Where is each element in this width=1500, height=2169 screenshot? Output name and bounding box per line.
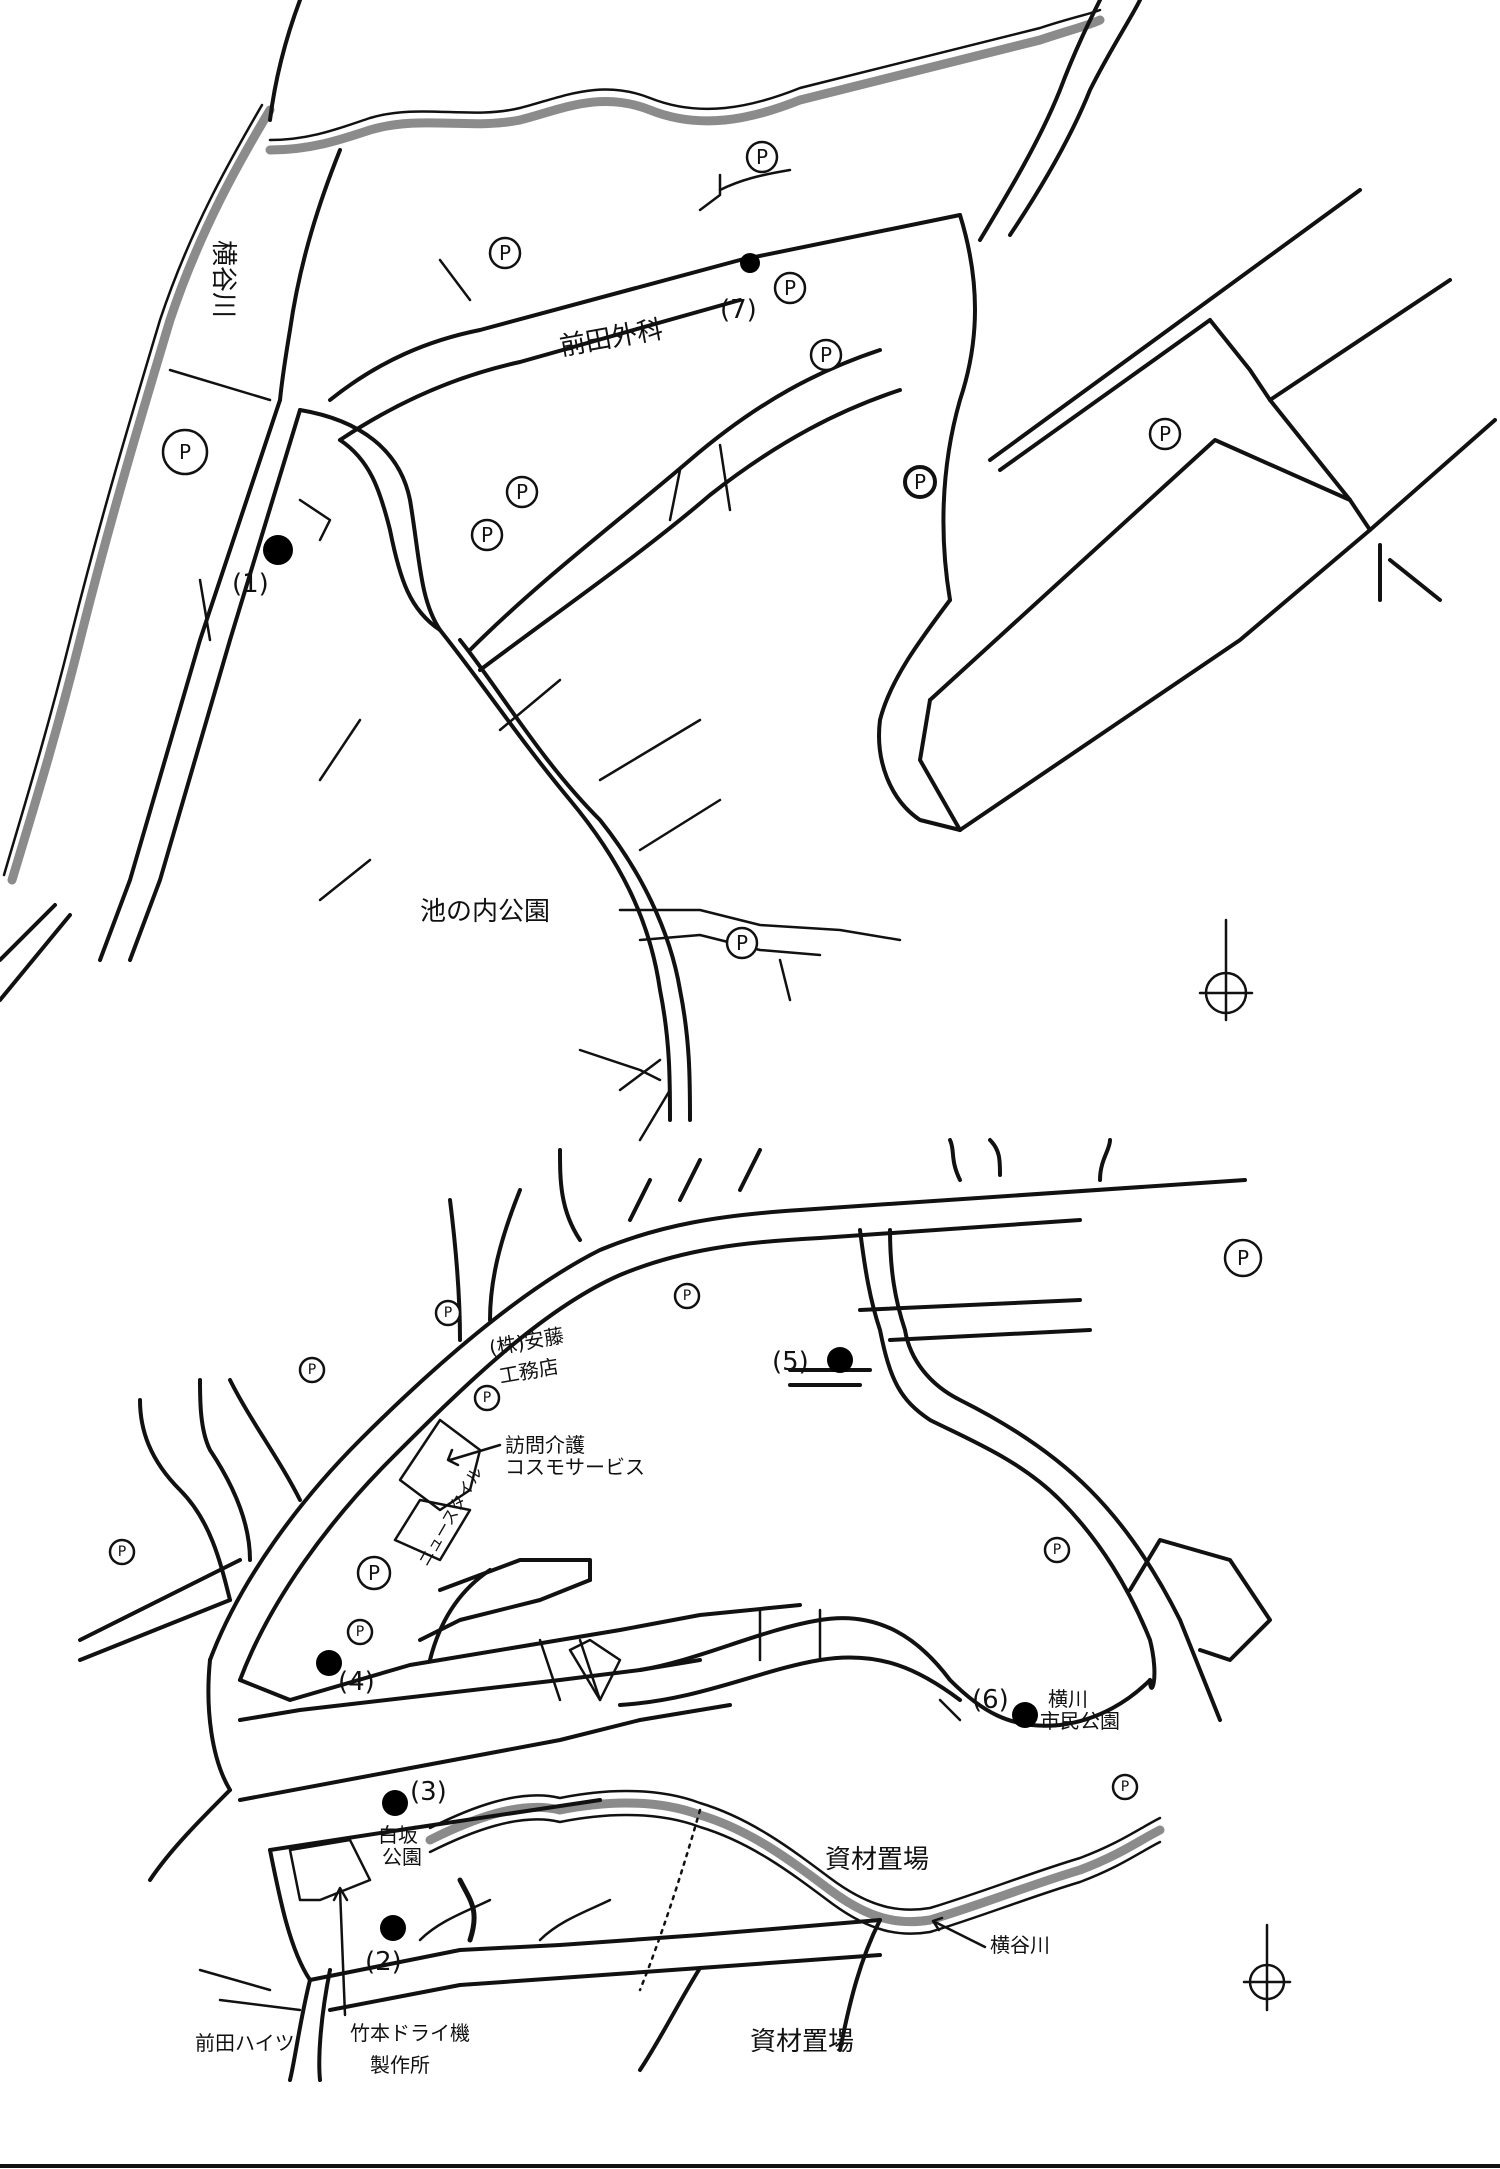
marker-4-label: (4): [338, 1667, 375, 1697]
parking-icon: P: [809, 338, 843, 372]
shirasaka-park-label-2: 公園: [382, 1845, 422, 1869]
svg-text:P: P: [483, 1390, 491, 1406]
ando-label-2: 工務店: [497, 1354, 560, 1388]
svg-text:P: P: [308, 1362, 316, 1378]
svg-text:P: P: [356, 1624, 364, 1640]
takemoto-building: [288, 1838, 372, 1902]
marker-2-label: (2): [365, 1947, 402, 1977]
parking-icon: P: [1043, 1536, 1071, 1564]
svg-text:P: P: [914, 470, 926, 494]
care-pointer-arrow: [446, 1443, 502, 1467]
buildings-bottom: [288, 1418, 622, 1943]
park-label-ikenouchi: 池の内公園: [420, 897, 550, 927]
svg-text:P: P: [820, 343, 832, 367]
parking-icon: P: [298, 1356, 326, 1384]
takemoto-pointer-arrow: [332, 1886, 349, 2017]
parking-icon: P: [773, 271, 807, 305]
river-label-bottom: 横谷川: [990, 1933, 1050, 1957]
parking-icons-bottom: P P P P P P P P P P: [108, 1238, 1263, 1801]
materials-yard-label-2: 資材置場: [750, 2027, 854, 2057]
parking-icon: P: [473, 1384, 501, 1412]
marker-1-label: (1): [232, 569, 269, 599]
marker-3[interactable]: (3): [382, 1777, 447, 1816]
marker-5[interactable]: (5): [772, 1347, 853, 1377]
parking-icon: P: [1148, 417, 1182, 451]
materials-yard-label-1: 資材置場: [825, 1845, 929, 1875]
svg-text:P: P: [1121, 1779, 1129, 1795]
river-yokotani-top: [2, 8, 1105, 885]
roads-top: [0, 0, 1497, 1142]
parking-icon: P: [505, 475, 539, 509]
shirasaka-park-label: 白坂: [378, 1823, 418, 1847]
parking-icon: P: [108, 1538, 136, 1566]
parking-icon: P: [470, 518, 504, 552]
yokogawa-park-label: 横川: [1048, 1687, 1088, 1711]
svg-text:P: P: [368, 1561, 380, 1585]
svg-text:P: P: [444, 1305, 452, 1321]
yokogawa-park-label-2: 市民公園: [1040, 1709, 1120, 1733]
roads-bottom: [78, 1138, 1272, 2082]
svg-text:P: P: [756, 145, 768, 169]
svg-text:P: P: [784, 276, 796, 300]
marker-5-label: (5): [772, 1347, 809, 1377]
new-style-building: [393, 1498, 472, 1562]
parking-icon: P: [903, 465, 937, 499]
north-arrow-icon: [1198, 918, 1254, 1022]
svg-text:P: P: [1053, 1542, 1061, 1558]
marker-7-label: (7): [720, 295, 757, 325]
takemoto-label-2: 製作所: [370, 2053, 430, 2077]
svg-text:P: P: [516, 480, 528, 504]
care-service-label: 訪問介護: [505, 1433, 585, 1457]
clinic-label: 前田外科: [558, 315, 666, 363]
parking-icon: P: [346, 1618, 374, 1646]
marker-6[interactable]: (6): [972, 1685, 1038, 1728]
new-style-label: ニュースタイル: [414, 1464, 486, 1570]
parking-icon: P: [1111, 1773, 1139, 1801]
river-pointer-arrow: [931, 1916, 987, 1949]
parking-icon: P: [673, 1282, 701, 1310]
takemoto-label: 竹本ドライ機: [350, 2021, 470, 2045]
svg-text:P: P: [481, 523, 493, 547]
care-service-label-2: コスモサービス: [505, 1455, 645, 1479]
north-arrow-icon-bottom: [1242, 1923, 1292, 2012]
parking-icons-top: P P P P P P P P P P: [161, 140, 1182, 960]
parking-icon: P: [725, 926, 759, 960]
marker-3-label: (3): [410, 1777, 447, 1807]
marker-2[interactable]: (2): [365, 1915, 406, 1977]
parking-icon: P: [356, 1555, 392, 1591]
marker-1[interactable]: (1): [232, 535, 293, 599]
parking-icon: P: [745, 140, 779, 174]
marker-4[interactable]: (4): [316, 1650, 375, 1697]
parking-icon: P: [161, 428, 209, 476]
svg-text:P: P: [118, 1544, 126, 1560]
maeda-heights-label: 前田ハイツ: [195, 2031, 295, 2055]
parking-icon: P: [488, 236, 522, 270]
bottom-map: (2) (3) (4) (5) (6) (株)安藤 工務店 訪問介護 コスモサー…: [78, 1138, 1292, 2082]
marker-6-label: (6): [972, 1685, 1009, 1715]
top-map: (1) (7) 横谷川 前田外科 池の内公園 P P P P P P P P P…: [0, 0, 1497, 1142]
svg-text:P: P: [736, 931, 748, 955]
river-label-top: 横谷川: [208, 240, 238, 318]
parking-icon: P: [434, 1299, 462, 1327]
parking-icon: P: [1223, 1238, 1263, 1278]
care-service-building: [398, 1418, 482, 1512]
svg-text:P: P: [499, 241, 511, 265]
svg-text:P: P: [683, 1288, 691, 1304]
svg-text:P: P: [1159, 422, 1171, 446]
svg-text:P: P: [179, 440, 191, 464]
marker-7[interactable]: (7): [720, 253, 760, 325]
svg-text:P: P: [1237, 1246, 1249, 1270]
